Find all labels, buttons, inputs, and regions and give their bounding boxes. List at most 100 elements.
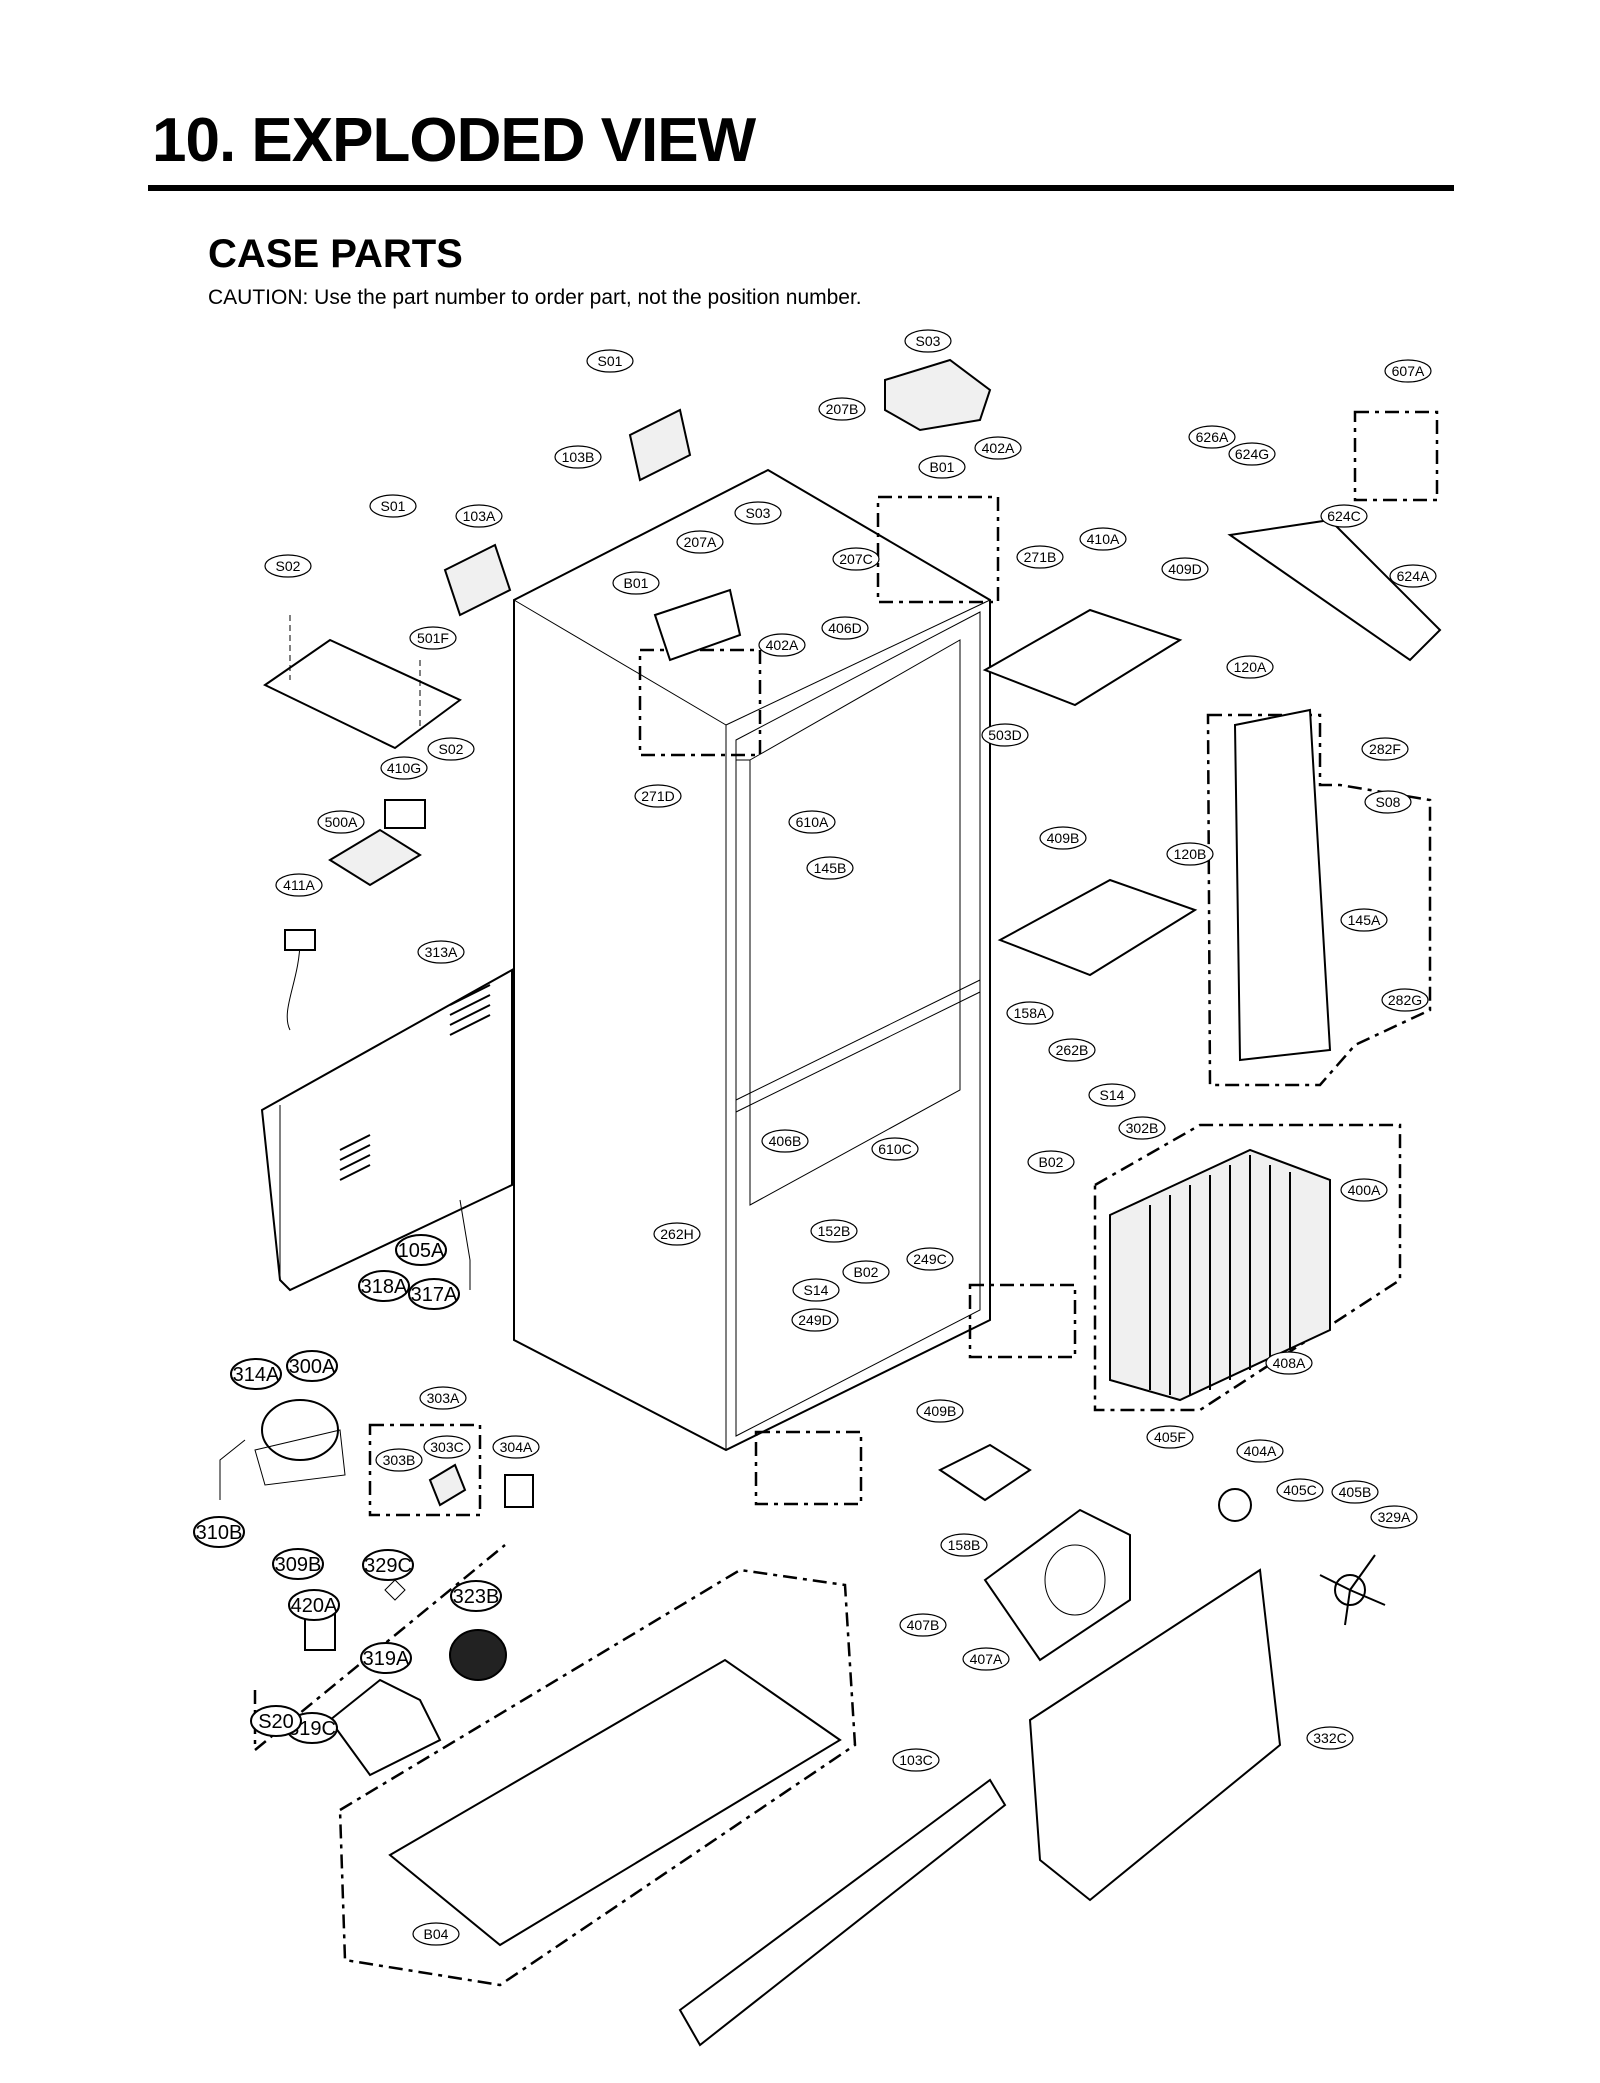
callout-s03-a: S03 bbox=[904, 329, 952, 353]
callout-label: 405C bbox=[1283, 1482, 1316, 1498]
callout-label: 282G bbox=[1388, 992, 1422, 1008]
callout-b04: B04 bbox=[412, 1922, 460, 1946]
callout-p405b: 405B bbox=[1331, 1480, 1379, 1504]
callout-label: 303C bbox=[430, 1439, 463, 1455]
callout-p329c: 329C bbox=[362, 1549, 414, 1581]
callout-label: S03 bbox=[746, 505, 771, 521]
callout-label: 103B bbox=[562, 449, 595, 465]
callout-p402a-b: 402A bbox=[758, 633, 806, 657]
detail-box-base bbox=[338, 1568, 857, 1987]
callout-p404a: 404A bbox=[1236, 1439, 1284, 1463]
callout-p207c: 207C bbox=[832, 547, 880, 571]
callout-label: S20 bbox=[258, 1711, 294, 1733]
callout-s02-a: S02 bbox=[264, 554, 312, 578]
callout-p317a: 317A bbox=[408, 1278, 460, 1310]
callout-label: S01 bbox=[598, 353, 623, 369]
callout-label: 103C bbox=[899, 1752, 932, 1768]
callout-label: 207B bbox=[826, 401, 859, 417]
callout-label: 405F bbox=[1154, 1429, 1186, 1445]
callout-p120b: 120B bbox=[1166, 842, 1214, 866]
callout-p408a: 408A bbox=[1265, 1351, 1313, 1375]
callout-label: 409B bbox=[1047, 830, 1080, 846]
relay-410g bbox=[384, 799, 426, 829]
callout-p501f: 501F bbox=[409, 626, 457, 650]
callout-p400a: 400A bbox=[1340, 1178, 1388, 1202]
callout-p503d: 503D bbox=[981, 723, 1029, 747]
callout-p407a: 407A bbox=[962, 1647, 1010, 1671]
callout-p313a: 313A bbox=[417, 940, 465, 964]
callout-p406d: 406D bbox=[821, 616, 869, 640]
callout-label: 271B bbox=[1024, 549, 1057, 565]
detail-box-inner-cover bbox=[1206, 713, 1432, 1087]
callout-p310b: 310B bbox=[193, 1516, 245, 1548]
callout-p302b: 302B bbox=[1118, 1116, 1166, 1140]
page-title: 10. EXPLODED VIEW bbox=[152, 106, 756, 175]
callout-s20: S20 bbox=[250, 1705, 302, 1737]
callout-b02-b: B02 bbox=[842, 1260, 890, 1284]
callout-p300a: 300A bbox=[286, 1350, 338, 1382]
callout-label: 323B bbox=[453, 1586, 500, 1608]
callout-label: 610A bbox=[796, 814, 829, 830]
callout-label: 332C bbox=[1313, 1730, 1346, 1746]
callout-p410g: 410G bbox=[380, 756, 428, 780]
callout-s01-a: S01 bbox=[586, 349, 634, 373]
callout-p319a: 319A bbox=[360, 1642, 412, 1674]
callout-p271b: 271B bbox=[1016, 545, 1064, 569]
callout-p207a: 207A bbox=[676, 530, 724, 554]
callout-b02-a: B02 bbox=[1027, 1150, 1075, 1174]
section-title: CASE PARTS bbox=[208, 232, 463, 276]
callout-label: 145A bbox=[1348, 912, 1381, 928]
callout-p411a: 411A bbox=[275, 873, 323, 897]
callout-label: 120B bbox=[1174, 846, 1207, 862]
bracket-103a bbox=[443, 543, 512, 617]
callout-p105a: 105A bbox=[395, 1234, 447, 1266]
control-box-207b bbox=[884, 358, 992, 432]
callout-label: 420A bbox=[291, 1595, 338, 1617]
base-plate bbox=[388, 1658, 842, 1947]
callout-p406b: 406B bbox=[761, 1129, 809, 1153]
callout-label: 410A bbox=[1087, 531, 1120, 547]
callout-p262b: 262B bbox=[1048, 1038, 1096, 1062]
callout-s14-b: S14 bbox=[792, 1278, 840, 1302]
callout-label: 105A bbox=[398, 1240, 445, 1262]
callout-label: 145B bbox=[814, 860, 847, 876]
callout-label: 249D bbox=[798, 1312, 831, 1328]
valve-105a bbox=[459, 1199, 471, 1290]
callout-s08: S08 bbox=[1364, 790, 1412, 814]
callout-label: 262H bbox=[660, 1226, 693, 1242]
callout-label: B01 bbox=[624, 575, 649, 591]
callout-label: S01 bbox=[381, 498, 406, 514]
callout-label: S02 bbox=[439, 741, 464, 757]
callout-label: 318A bbox=[361, 1276, 408, 1298]
callout-label: B02 bbox=[854, 1264, 879, 1280]
callout-label: 282F bbox=[1369, 741, 1401, 757]
box-303a bbox=[368, 1423, 482, 1517]
callout-p249c: 249C bbox=[906, 1247, 954, 1271]
callout-label: S03 bbox=[916, 333, 941, 349]
callout-label: 626A bbox=[1196, 429, 1229, 445]
callout-s14-a: S14 bbox=[1088, 1083, 1136, 1107]
callout-p282f: 282F bbox=[1361, 737, 1409, 761]
callout-p303a: 303A bbox=[419, 1386, 467, 1410]
callout-p207b: 207B bbox=[818, 397, 866, 421]
caution-note: CAUTION: Use the part number to order pa… bbox=[208, 286, 862, 309]
detail-box-607a bbox=[1353, 410, 1439, 502]
callout-label: 402A bbox=[982, 440, 1015, 456]
callout-b01-a: B01 bbox=[918, 455, 966, 479]
callout-p158b: 158B bbox=[940, 1533, 988, 1557]
cover-plate-501f bbox=[263, 615, 462, 750]
motor-404a bbox=[1218, 1488, 1252, 1522]
callout-p271d: 271D bbox=[634, 784, 682, 808]
cabinet-case bbox=[513, 468, 991, 1452]
callout-label: 152B bbox=[818, 1223, 851, 1239]
callout-s03-b: S03 bbox=[734, 501, 782, 525]
callout-p624g: 624G bbox=[1228, 442, 1276, 466]
bracket-103b bbox=[628, 408, 692, 482]
shelf-158a bbox=[997, 878, 1198, 977]
callout-label: S14 bbox=[1100, 1087, 1125, 1103]
callout-label: 304A bbox=[500, 1439, 533, 1455]
hinge-207a bbox=[653, 588, 742, 662]
callout-label: B01 bbox=[930, 459, 955, 475]
callout-label: S02 bbox=[276, 558, 301, 574]
